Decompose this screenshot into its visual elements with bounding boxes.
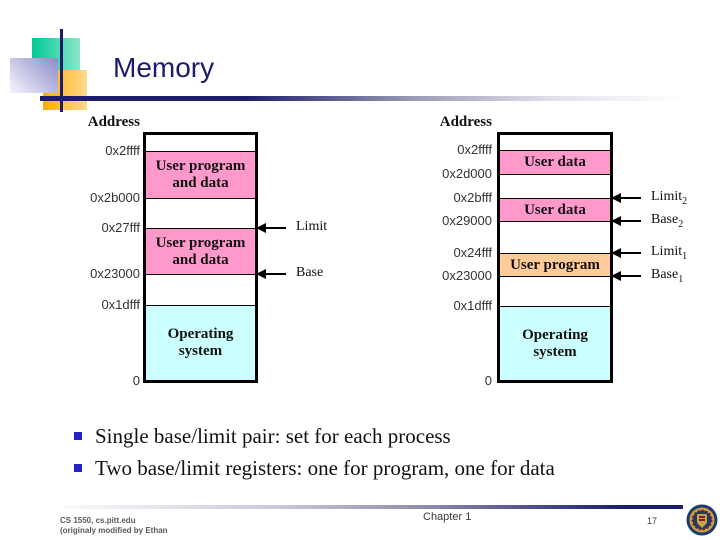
bullet-list: Single base/limit pair: set for each pro… bbox=[60, 424, 700, 488]
bullet-item: Two base/limit registers: one for progra… bbox=[60, 456, 700, 480]
footer-course-line1: CS 1550, cs.pitt.edu bbox=[60, 516, 136, 525]
pointer-label: Limit bbox=[296, 219, 328, 234]
segment-label: User data bbox=[524, 201, 586, 218]
pointer-label: Limit1 bbox=[651, 244, 688, 262]
footer-rule bbox=[63, 505, 683, 509]
segment-label: Operating system bbox=[167, 326, 234, 359]
header-rule bbox=[40, 96, 720, 101]
segment-label: Operating system bbox=[522, 326, 588, 360]
page-title: Memory bbox=[113, 52, 215, 83]
memory-segment: User data bbox=[500, 198, 610, 221]
footer-course-text: CS 1550, cs.pitt.edu (originaly modified… bbox=[60, 516, 168, 536]
memory-segment bbox=[500, 221, 610, 253]
pointer-label-subscript: 2 bbox=[682, 195, 688, 207]
memory-segment: User program and data bbox=[146, 228, 255, 274]
pointer-label: Base2 bbox=[651, 212, 684, 230]
address-label: 0x2b000 bbox=[90, 190, 140, 205]
address-heading: Address bbox=[439, 114, 492, 130]
bullet-marker-icon bbox=[74, 432, 82, 440]
memory-segment bbox=[500, 174, 610, 198]
address-label: 0x27fff bbox=[101, 220, 140, 235]
address-label: 0x2d000 bbox=[442, 166, 492, 181]
pointer-arrow bbox=[611, 248, 641, 258]
address-label: 0x23000 bbox=[442, 268, 492, 283]
bullet-text: Single base/limit pair: set for each pro… bbox=[95, 424, 451, 448]
memory-segment bbox=[146, 135, 255, 151]
pointer-arrow bbox=[256, 223, 286, 233]
pointer-label: Base bbox=[296, 265, 324, 280]
address-label: 0x29000 bbox=[442, 213, 492, 228]
pointer-label: Base1 bbox=[651, 267, 684, 285]
pointer-label-subscript: 2 bbox=[678, 218, 684, 230]
pointer-arrow bbox=[611, 271, 641, 281]
address-label: 0x2bfff bbox=[453, 190, 492, 205]
memory-segment: Operating system bbox=[500, 306, 610, 380]
pointer-arrow bbox=[256, 269, 286, 279]
footer-chapter-text: Chapter 1 bbox=[423, 511, 472, 523]
bullet-text: Two base/limit registers: one for progra… bbox=[95, 456, 555, 480]
address-label: 0x1dfff bbox=[101, 297, 140, 312]
footer-page-number: 17 bbox=[647, 516, 658, 526]
bullet-item: Single base/limit pair: set for each pro… bbox=[60, 424, 700, 448]
pointer-arrow bbox=[611, 193, 641, 203]
memory-segment: User program and data bbox=[146, 151, 255, 198]
memory-segment bbox=[146, 198, 255, 228]
segment-label: User program bbox=[510, 256, 600, 273]
memory-segment: Operating system bbox=[146, 305, 255, 380]
decor-lavender-square bbox=[10, 58, 58, 93]
address-heading: Address bbox=[87, 114, 140, 130]
memory-segment bbox=[146, 274, 255, 305]
address-label: 0 bbox=[484, 373, 492, 388]
memory-segment: User program bbox=[500, 253, 610, 276]
pointer-arrow bbox=[611, 216, 641, 226]
pointer-label-subscript: 1 bbox=[682, 250, 688, 262]
segment-label: User program and data bbox=[155, 234, 246, 268]
address-label: 0x1dfff bbox=[453, 298, 492, 313]
address-label: 0x23000 bbox=[90, 266, 140, 281]
bullet-marker-icon bbox=[74, 464, 82, 472]
segment-label: User data bbox=[524, 154, 586, 170]
footer-course-line2: (originaly modified by Ethan bbox=[60, 526, 168, 535]
segment-label: User program and data bbox=[155, 158, 246, 191]
pointer-label-subscript: 1 bbox=[678, 273, 684, 285]
address-label: 0x2ffff bbox=[105, 143, 140, 158]
memory-segment: User data bbox=[500, 150, 610, 174]
decor-vertical-line bbox=[60, 29, 63, 112]
memory-segment bbox=[500, 276, 610, 306]
pointer-label: Limit2 bbox=[651, 189, 688, 207]
address-label: 0 bbox=[132, 373, 140, 388]
address-label: 0x2ffff bbox=[457, 142, 492, 157]
pitt-seal-logo bbox=[686, 504, 718, 536]
address-label: 0x24fff bbox=[453, 245, 492, 260]
memory-segment bbox=[500, 135, 610, 150]
